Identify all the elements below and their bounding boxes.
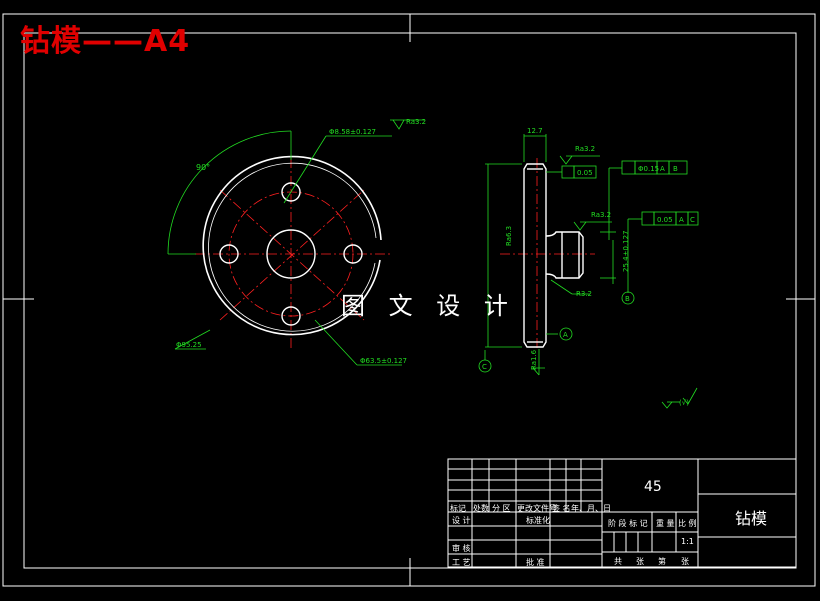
sheet-label: 张 <box>636 557 644 566</box>
front-view <box>167 119 425 366</box>
total-label: 共 <box>614 557 622 566</box>
weight-label: 重 量 <box>656 519 675 528</box>
boss-dim-label: 25.4±0.127 <box>622 231 630 273</box>
row-process-label: 工 艺 <box>452 558 471 567</box>
bolt-hole-top <box>281 182 301 202</box>
drawing-title: 钻模——A4 <box>20 24 191 59</box>
pcd-dim-label: Φ63.5±0.127 <box>360 357 407 365</box>
header-sign: 签 名 <box>552 504 571 513</box>
bolt-hole-right <box>343 244 363 264</box>
watermark-text: 图 文 设 计 <box>341 292 516 320</box>
row-design-label: 设 计 <box>452 516 471 525</box>
front-centerlines <box>195 158 390 350</box>
scale-label: 比 例 <box>678 519 697 528</box>
angle-label: 90° <box>196 163 210 172</box>
header-mark: 标记 <box>450 504 466 513</box>
datum-b-circle-label: B <box>625 295 630 303</box>
runout-datum-c: C <box>690 216 695 224</box>
centering-marks <box>3 14 815 586</box>
datum-b-ref: B <box>673 165 678 173</box>
radius-label: R3.2 <box>576 290 592 298</box>
title-block-grid <box>447 458 797 568</box>
part-name: 钻模 <box>735 509 768 528</box>
side-flange-body <box>523 163 584 348</box>
hole-dim-label: Φ8.58±0.127 <box>329 128 376 136</box>
flatness-value: 0.05 <box>577 169 593 177</box>
bolt-hole-bottom <box>281 306 301 326</box>
page-label: 第 <box>658 557 666 566</box>
runout-datum-a: A <box>679 216 684 224</box>
drawing-labels: 90° Φ8.58±0.127 Φ95.25 Φ63.5±0.127 Ra3.2… <box>176 118 695 407</box>
row-standard-label: 标准化 <box>526 516 550 525</box>
datum-a-ref: A <box>660 165 665 173</box>
stage-label: 阶 段 标 记 <box>608 519 648 528</box>
row-review-label: 审 核 <box>452 544 471 553</box>
side-view <box>478 134 699 409</box>
scale-value: 1:1 <box>681 537 694 546</box>
header-date: 年、月、日 <box>571 504 611 513</box>
center-bore <box>266 229 316 279</box>
row-approve-label: 批 准 <box>526 558 545 567</box>
rest-roughness-label: (√) <box>679 399 689 407</box>
flange-chamfer-contour <box>208 162 377 332</box>
material-value: 45 <box>644 479 662 495</box>
outer-dim-label: Φ95.25 <box>176 341 202 349</box>
position-tolerance: Φ0.15 <box>638 165 659 173</box>
header-count: 处数 <box>473 504 489 513</box>
side-centerlines <box>500 158 595 350</box>
side-dimensions <box>478 134 699 409</box>
front-roughness-label: Ra3.2 <box>406 118 426 126</box>
header-change-doc: 更改文件号 <box>517 504 557 513</box>
side-roughness-mid: Ra3.2 <box>591 211 611 219</box>
page-sheet-label: 张 <box>681 557 689 566</box>
side-roughness-left: Ra6.3 <box>505 226 513 246</box>
runout-value: 0.05 <box>657 216 673 224</box>
flange-outer-contour <box>202 155 382 336</box>
side-roughness-top: Ra3.2 <box>575 145 595 153</box>
datum-a-circle-label: A <box>563 331 568 339</box>
front-dimensions <box>167 119 425 366</box>
header-zone: 分 区 <box>492 504 511 513</box>
bolt-hole-left <box>219 244 239 264</box>
width-dim-label: 12.7 <box>527 127 543 135</box>
side-roughness-bottom: Ra1.6 <box>530 349 538 370</box>
sheet-outer-border <box>2 13 816 587</box>
datum-c-circle-label: C <box>482 363 487 371</box>
